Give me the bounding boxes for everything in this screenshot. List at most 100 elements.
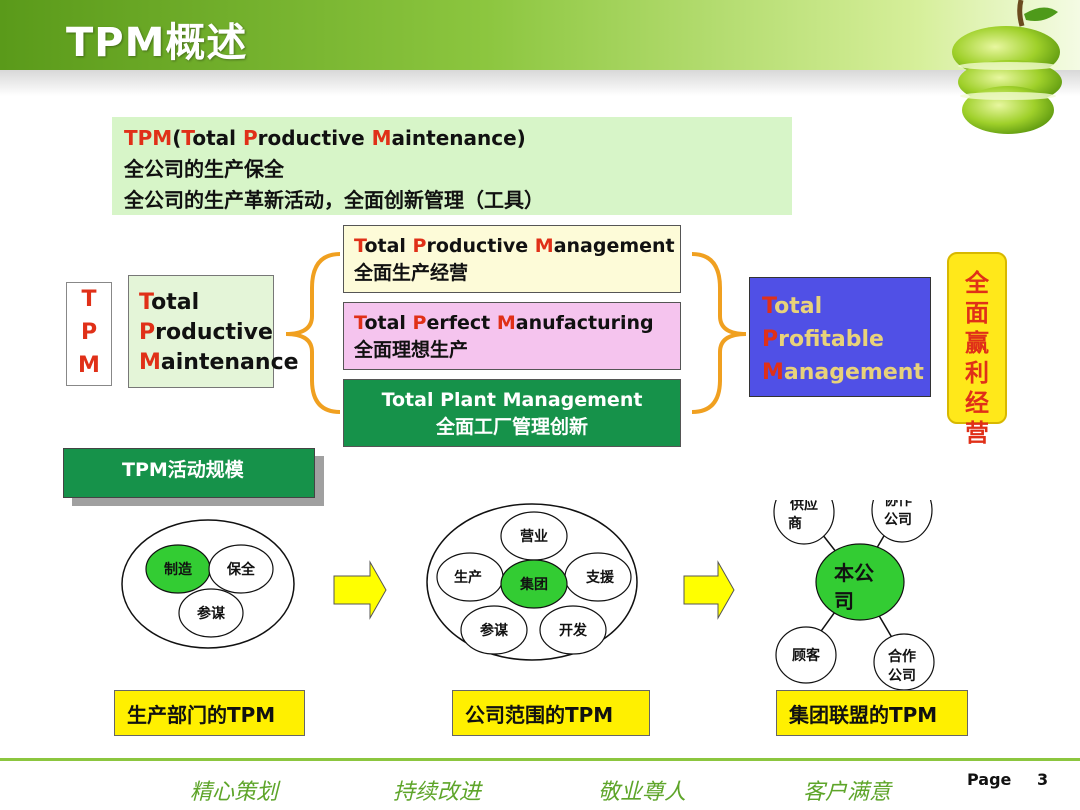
page-number: 3 xyxy=(1037,770,1049,789)
intro-box: TPM(Total Productive Maintenance) 全公司的生产… xyxy=(112,117,792,215)
m3-english: Total Plant Management xyxy=(381,389,643,411)
diagram3-partner-circle xyxy=(871,500,933,543)
arrow-right-icon xyxy=(333,560,387,620)
m1-chinese: 全面生产经营 xyxy=(354,262,469,284)
slogan-4: 客户满意 xyxy=(803,780,892,805)
diagram3-coop-circle xyxy=(873,633,935,690)
diagram3-br-text: 公司 xyxy=(888,668,916,684)
win-char: 经 xyxy=(965,389,989,417)
m1-word: otal xyxy=(364,235,413,257)
header-bar xyxy=(0,0,1080,70)
diagram2-top-text: 营业 xyxy=(520,528,548,545)
intro-paren: ( xyxy=(172,126,182,150)
diagram3-company-circle xyxy=(815,543,905,621)
right-box-initial: T xyxy=(762,294,775,319)
slogan-1: 精心策划 xyxy=(190,780,279,805)
m1-initial: P xyxy=(412,235,427,257)
m2-word: otal xyxy=(364,312,413,334)
diagram1-right-text: 保全 xyxy=(226,561,256,578)
intro-line-3: 全公司的生产革新活动，全面创新管理（工具） xyxy=(124,188,544,212)
diagram3-center-text: 司 xyxy=(834,589,854,613)
page-label: Page xyxy=(967,770,1012,789)
right-box-initial: M xyxy=(762,360,784,385)
footer-divider xyxy=(0,758,1080,761)
intro-word-maintenance: aintenance) xyxy=(391,126,526,150)
page-title: TPM概述 xyxy=(66,20,248,66)
m1-word: anagement xyxy=(553,235,675,257)
m1-word: roductive xyxy=(426,235,535,257)
label-group-alliance-tpm: 集团联盟的TPM xyxy=(776,690,968,736)
win-char: 全 xyxy=(965,269,989,297)
diagram2-dev-circle xyxy=(539,605,607,655)
total-profit-business-label: 全 面 赢 利 经 营 xyxy=(947,252,1007,447)
diagram3-br-text: 合作 xyxy=(888,648,916,665)
m2-initial: M xyxy=(496,312,516,334)
diagram1-center-text: 制造 xyxy=(164,561,192,578)
diagram1-bottom-text: 参谋 xyxy=(197,605,226,622)
total-productive-management-box: Total Productive Management 全面生产经营 xyxy=(343,225,681,293)
tpm-box-word: otal xyxy=(151,290,200,315)
m1-initial: T xyxy=(354,235,365,257)
tpm-letter-t: T xyxy=(81,287,97,312)
right-box-initial: P xyxy=(762,327,779,352)
diagram3-bl-text: 顾客 xyxy=(792,647,821,664)
right-brace-icon xyxy=(691,252,747,414)
intro-line-1: TPM(Total Productive Maintenance) xyxy=(124,123,780,154)
right-box-word: otal xyxy=(774,294,823,319)
diagram-production-dept: 制造 保全 参谋 xyxy=(121,519,295,649)
diagram3-tl-text: 供应 xyxy=(789,500,818,513)
label-production-dept-tpm: 生产部门的TPM xyxy=(114,690,305,736)
intro-abbrev: TPM xyxy=(124,126,173,150)
m2-word: anufacturing xyxy=(515,312,654,334)
tpm-box-initial: T xyxy=(139,290,152,315)
diagram3-supplier-circle xyxy=(773,500,835,545)
intro-initial-p: P xyxy=(242,126,258,150)
intro-line-2: 全公司的生产保全 xyxy=(124,157,284,181)
win-char: 面 xyxy=(965,299,989,327)
diagram2-center-text: 集团 xyxy=(519,576,548,593)
diagram-group-alliance: 供应 商 协作 公司 本公 司 顾客 合作 公司 xyxy=(773,500,935,690)
intro-initial-t: T xyxy=(181,126,193,150)
m2-initial: P xyxy=(412,312,427,334)
tpm-box-initial: M xyxy=(139,350,161,375)
diagram2-left-text: 生产 xyxy=(454,569,482,586)
diagram3-center-text: 本公 xyxy=(834,561,874,585)
tpm-letter-m: M xyxy=(78,353,100,378)
diagram2-bottom-left-text: 参谋 xyxy=(480,622,509,639)
m3-chinese: 全面工厂管理创新 xyxy=(435,416,588,438)
diagram3-tl-text: 商 xyxy=(788,515,802,532)
tpm-box-initial: P xyxy=(139,320,156,345)
diagram2-group-circle xyxy=(500,559,568,609)
intro-initial-m: M xyxy=(371,126,392,150)
diagram3-tr-text: 协作 xyxy=(884,500,912,509)
total-productive-maintenance-box: Total Productive Maintenance xyxy=(128,275,299,388)
tpm-vertical-box: T P M xyxy=(66,282,112,386)
diagram1-maintain-circle xyxy=(208,544,274,594)
m2-initial: T xyxy=(354,312,365,334)
diagram2-bottom-right-text: 开发 xyxy=(559,622,588,639)
diagram3-customer-circle xyxy=(775,626,837,684)
arrow-right-icon xyxy=(683,560,735,620)
tpm-box-word: roductive xyxy=(155,320,273,345)
apple-icon xyxy=(952,0,1062,134)
slogan-2: 持续改进 xyxy=(393,780,482,805)
m2-word: erfect xyxy=(426,312,497,334)
total-profitable-management-box: Total Profitable Management xyxy=(749,277,931,397)
tpm-activity-scale-label: TPM活动规模 xyxy=(63,448,315,498)
win-char: 赢 xyxy=(965,329,989,357)
total-perfect-manufacturing-box: Total Perfect Manufacturing 全面理想生产 xyxy=(343,302,681,370)
m2-chinese: 全面理想生产 xyxy=(354,339,469,361)
scale-diagrams: 制造 保全 参谋 营业 生产 集团 支援 参谋 开发 供应 商 协作 公司 xyxy=(121,500,935,690)
intro-word-productive: roductive xyxy=(257,126,372,150)
diagram2-right-text: 支援 xyxy=(585,569,615,586)
left-brace-icon xyxy=(285,252,341,414)
win-char: 营 xyxy=(965,419,989,447)
win-char: 利 xyxy=(965,359,989,387)
total-plant-management-box: Total Plant Management 全面工厂管理创新 xyxy=(343,379,681,447)
intro-word-total: otal xyxy=(192,126,243,150)
tpm-letter-p: P xyxy=(80,320,98,345)
diagram1-staff-circle xyxy=(178,588,244,638)
header-shadow xyxy=(0,70,1080,96)
diagram2-staff-circle xyxy=(460,605,528,655)
diagram-company-wide: 营业 生产 集团 支援 参谋 开发 xyxy=(426,503,638,661)
